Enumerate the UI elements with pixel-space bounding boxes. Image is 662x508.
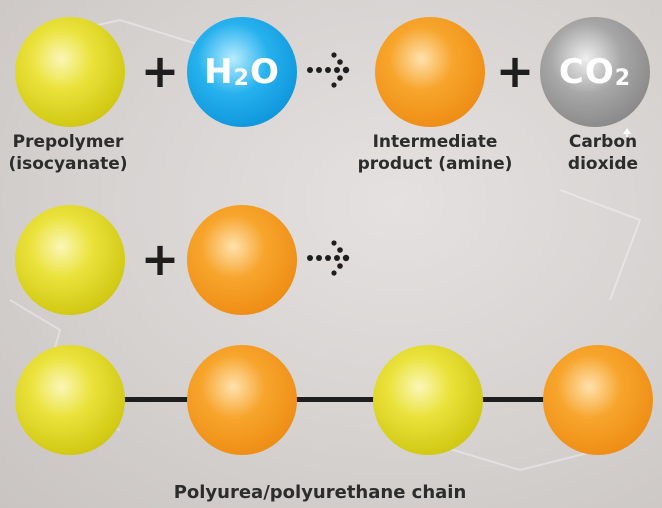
amine-molecule — [187, 205, 297, 315]
chain-amine-unit — [543, 345, 653, 455]
chain-prepolymer-unit — [15, 345, 125, 455]
intermediate-label: Intermediate product (amine) — [357, 132, 513, 174]
amine-molecule — [375, 17, 485, 127]
plus-sign: + — [140, 232, 180, 286]
chain-amine-unit — [187, 345, 297, 455]
co2-label: Carbon dioxide — [567, 132, 639, 174]
chain-bond — [478, 397, 558, 402]
dotted-arrow-icon — [307, 240, 350, 276]
prepolymer-label: Prepolymer (isocyanate) — [8, 132, 128, 174]
prepolymer-molecule — [15, 205, 125, 315]
dotted-arrow-icon — [307, 52, 350, 88]
up-arrow-icon — [623, 128, 631, 146]
chain-bond — [290, 397, 390, 402]
plus-sign: + — [495, 44, 535, 98]
chain-label: Polyurea/polyurethane chain — [173, 482, 467, 503]
prepolymer-molecule — [15, 17, 125, 127]
plus-sign: + — [140, 44, 180, 98]
chain-prepolymer-unit — [373, 345, 483, 455]
chain-bond — [120, 397, 200, 402]
